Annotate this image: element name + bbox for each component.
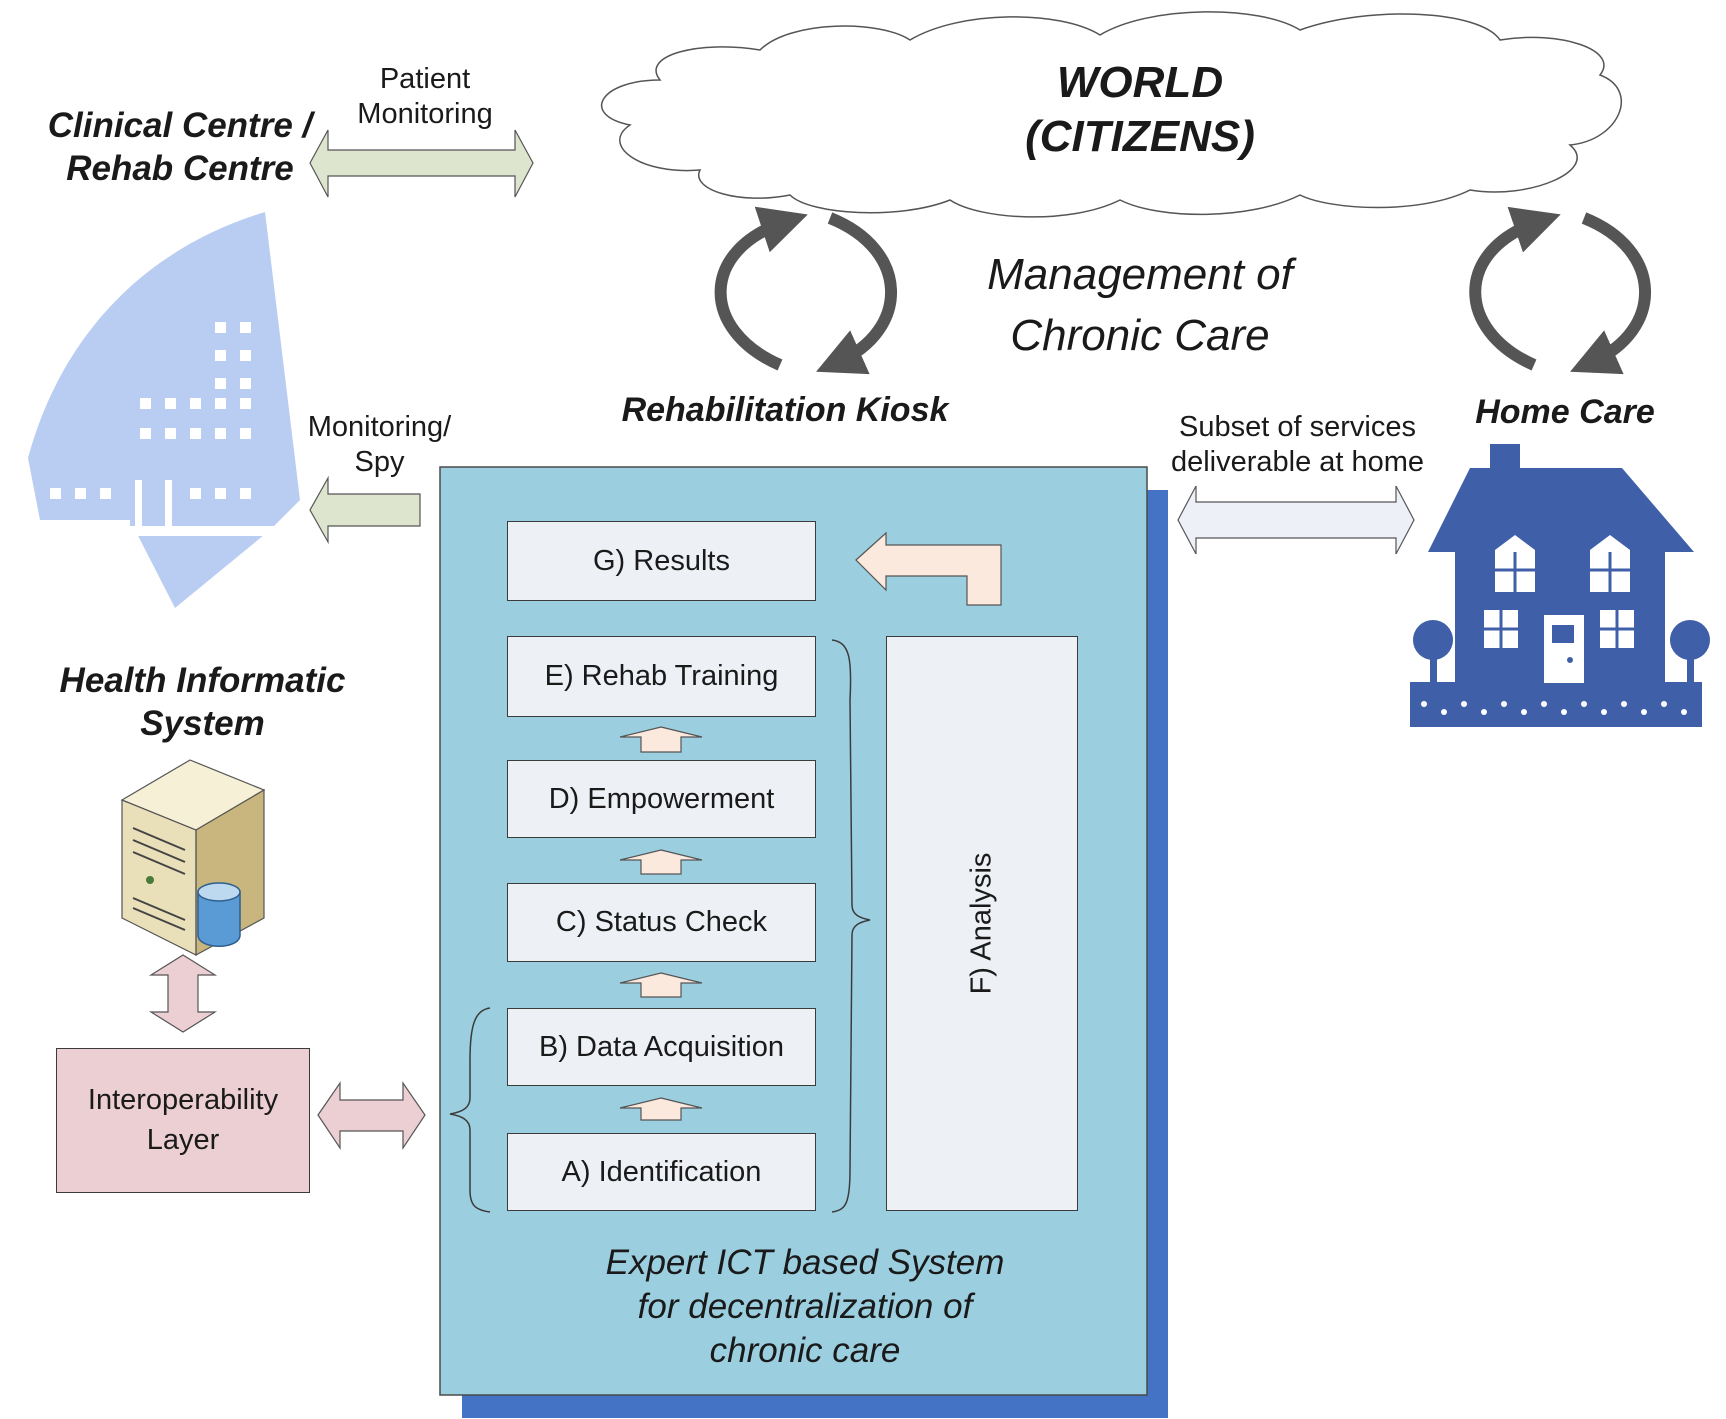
expert-line3: chronic care <box>709 1330 901 1370</box>
management-label: Management of Chronic Care <box>940 245 1340 366</box>
monitoring-spy-line1: Monitoring/ <box>307 411 452 443</box>
results-box: G) Results <box>507 521 816 601</box>
world-line2: (CITIZENS) <box>1025 111 1255 161</box>
empowerment-box: D) Empowerment <box>507 760 816 838</box>
home-cycle-arrow-right <box>1570 212 1651 375</box>
up-arrow-a-b <box>619 1097 703 1121</box>
patient-monitoring-line1: Patient <box>379 63 471 95</box>
patient-monitoring-arrow <box>309 129 534 198</box>
clinical-building-icon <box>28 212 300 608</box>
home-cycle-arrow-left <box>1469 206 1561 371</box>
his-line2: System <box>140 703 265 743</box>
management-line2: Chronic Care <box>1010 310 1270 360</box>
kiosk-cycle-arrow-right <box>816 212 897 375</box>
world-line1: WORLD <box>1056 58 1224 107</box>
results-feedback-arrow <box>855 531 1002 606</box>
home-services-line1: Subset of services <box>1179 411 1416 443</box>
management-line1: Management of <box>987 250 1293 299</box>
interop-line2: Layer <box>146 1123 220 1156</box>
clinical-line2: Rehab Centre <box>66 148 294 188</box>
expert-line2: for decentralization of <box>637 1286 973 1326</box>
patient-monitoring-line2: Monitoring <box>357 98 493 131</box>
monitoring-spy-line2: Spy <box>354 446 405 479</box>
patient-monitoring-label: Patient Monitoring <box>340 62 510 133</box>
interop-panel-arrow <box>317 1081 426 1150</box>
clinical-centre-label: Clinical Centre / Rehab Centre <box>40 105 320 190</box>
home-services-label: Subset of services deliverable at home <box>1160 410 1435 481</box>
data-acquisition-box: B) Data Acquisition <box>507 1008 816 1086</box>
home-services-line2: deliverable at home <box>1170 446 1425 479</box>
monitoring-spy-label: Monitoring/ Spy <box>292 410 467 481</box>
expert-line1: Expert ICT based System <box>605 1243 1005 1282</box>
server-icon <box>120 759 266 957</box>
brace-left <box>449 1007 491 1213</box>
up-arrow-d-e <box>619 726 703 753</box>
interoperability-layer-box: Interoperability Layer <box>56 1048 310 1193</box>
rehabilitation-kiosk-label: Rehabilitation Kiosk <box>621 391 949 429</box>
home-house-icon <box>1410 444 1710 727</box>
home-services-arrow <box>1177 485 1415 555</box>
monitoring-spy-arrow <box>309 475 421 545</box>
status-check-box: C) Status Check <box>507 883 816 962</box>
world-title: WORLD (CITIZENS) <box>950 56 1330 163</box>
health-informatic-system-label: Health Informatic System <box>50 660 355 745</box>
clinical-line1: Clinical Centre / <box>47 106 313 145</box>
his-interop-arrow <box>148 954 218 1033</box>
identification-box: A) Identification <box>507 1133 816 1211</box>
up-arrow-c-d <box>619 849 703 875</box>
analysis-label: F) Analysis <box>965 852 998 995</box>
up-arrow-b-c <box>619 972 703 998</box>
kiosk-cycle-arrow-left <box>714 206 808 371</box>
home-care-label: Home Care <box>1475 393 1655 431</box>
interop-line1: Interoperability <box>87 1084 279 1117</box>
world-cloud <box>600 11 1622 218</box>
expert-system-caption: Expert ICT based System for decentraliza… <box>560 1241 1050 1372</box>
analysis-box: F) Analysis <box>886 636 1078 1211</box>
brace-right <box>831 639 871 1213</box>
rehab-training-box: E) Rehab Training <box>507 636 816 717</box>
his-line1: Health Informatic <box>59 661 346 700</box>
